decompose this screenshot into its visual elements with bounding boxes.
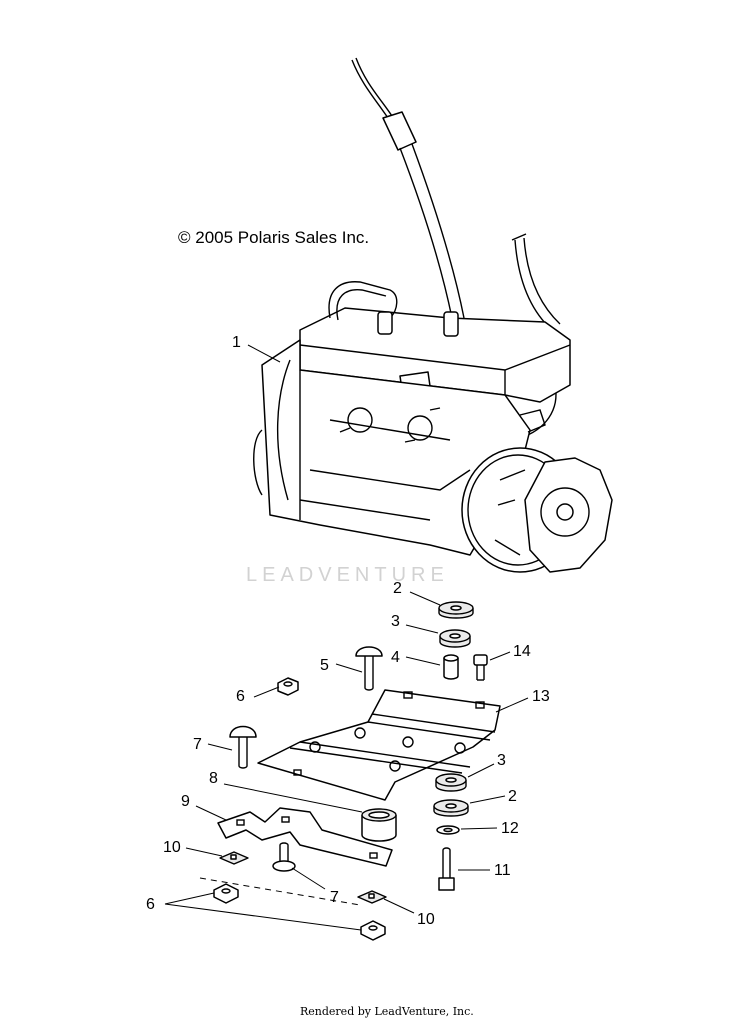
callout-12: 12 <box>501 820 519 837</box>
bracket-9[interactable] <box>217 807 393 867</box>
callout-14: 14 <box>513 643 531 660</box>
plate-10-lower[interactable] <box>357 890 387 904</box>
nut-6-lower-left[interactable] <box>213 883 239 904</box>
callout-13: 13 <box>532 688 550 705</box>
carriage-bolt-7-upper[interactable] <box>229 725 257 769</box>
callout-10-upper: 10 <box>163 839 181 856</box>
sleeve-8[interactable] <box>361 808 397 842</box>
skid-plate-13[interactable] <box>257 689 501 801</box>
copyright-text: © 2005 Polaris Sales Inc. <box>178 228 369 247</box>
callout-5: 5 <box>320 657 329 674</box>
callout-3-upper: 3 <box>391 613 400 630</box>
bolt-11[interactable] <box>438 847 455 891</box>
engine-assembly[interactable] <box>253 57 613 573</box>
callout-6-lower: 6 <box>146 896 155 913</box>
callout-8: 8 <box>209 770 218 787</box>
bushing-3-upper[interactable] <box>439 629 471 648</box>
bolt-14[interactable] <box>473 654 488 681</box>
bushing-3-lower[interactable] <box>435 773 467 792</box>
watermark: LEADVENTURE <box>246 564 449 586</box>
carriage-bolt-5[interactable] <box>355 646 383 691</box>
washer-12[interactable] <box>436 825 460 835</box>
bolt-7-lower[interactable] <box>272 842 296 872</box>
spacer-4[interactable] <box>443 654 459 680</box>
washer-2-lower[interactable] <box>433 799 469 817</box>
callout-4: 4 <box>391 649 400 666</box>
callout-2-upper: 2 <box>393 580 402 597</box>
callout-3-lower: 3 <box>497 752 506 769</box>
nut-6-lower-right[interactable] <box>360 920 386 941</box>
callout-7-upper: 7 <box>193 736 202 753</box>
callout-11: 11 <box>494 862 511 879</box>
callout-7-lower: 7 <box>330 889 339 906</box>
plate-10-upper[interactable] <box>219 851 249 865</box>
callout-1: 1 <box>232 334 241 351</box>
nut-6-upper[interactable] <box>277 677 299 696</box>
callout-2-lower: 2 <box>508 788 517 805</box>
footer-credit: Rendered by LeadVenture, Inc. <box>300 1005 474 1018</box>
washer-2-upper[interactable] <box>438 601 474 619</box>
callout-10-lower: 10 <box>417 911 435 928</box>
callout-6-upper: 6 <box>236 688 245 705</box>
callout-9: 9 <box>181 793 190 810</box>
